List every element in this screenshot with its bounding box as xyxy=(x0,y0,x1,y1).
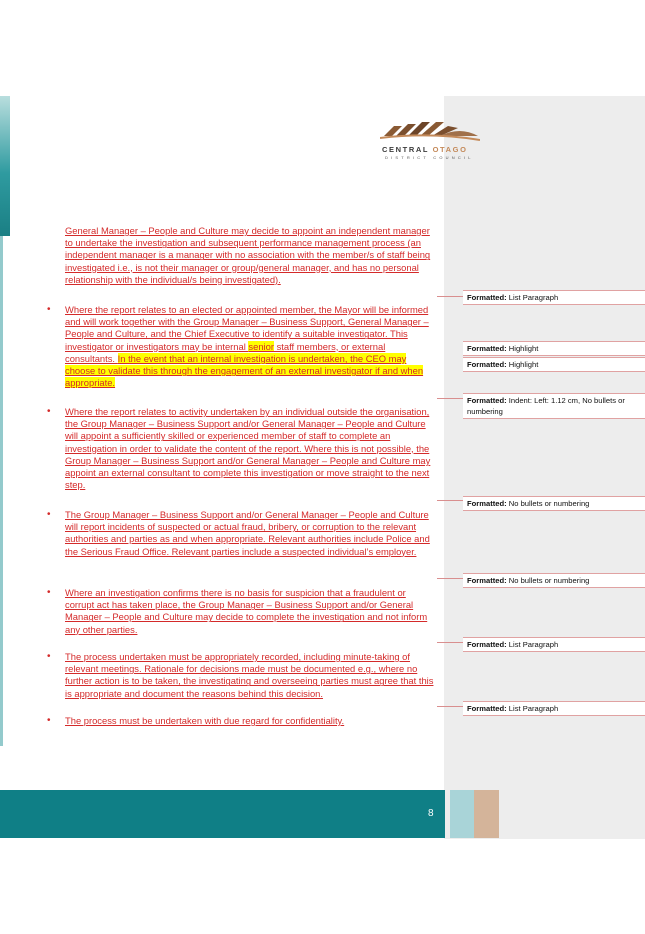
left-decorative-strip xyxy=(0,96,10,236)
footer-accent-blue xyxy=(450,790,474,838)
comment-connector xyxy=(437,578,463,579)
comment-balloon[interactable]: Formatted: List Paragraph xyxy=(463,701,645,716)
bullet-4: • xyxy=(47,509,51,520)
bullet-7: • xyxy=(47,715,51,726)
page-number: 8 xyxy=(428,808,434,819)
logo-wordmark: CENTRAL OTAGO xyxy=(382,145,468,154)
bullet-3: • xyxy=(47,406,51,417)
bullet-6: • xyxy=(47,651,51,662)
bullet-2: • xyxy=(47,304,51,315)
council-logo-icon xyxy=(380,122,480,141)
comment-balloon[interactable]: Formatted: Highlight xyxy=(463,341,645,356)
comment-connector xyxy=(437,296,463,297)
comment-balloon[interactable]: Formatted: No bullets or numbering xyxy=(463,573,645,588)
bullet-5: • xyxy=(47,587,51,598)
comment-connector xyxy=(437,398,463,399)
paragraph-4: The Group Manager – Business Support and… xyxy=(65,509,430,557)
paragraph-3: Where the report relates to activity und… xyxy=(65,406,431,491)
paragraph-2: Where the report relates to an elected o… xyxy=(65,304,429,389)
paragraph-7: The process must be undertaken with due … xyxy=(65,715,345,726)
paragraph-5: Where an investigation confirms there is… xyxy=(65,587,428,635)
logo-subtitle: DISTRICT COUNCIL xyxy=(385,155,474,160)
footer-accent-tan xyxy=(474,790,499,838)
left-margin-line xyxy=(0,236,3,746)
paragraph-1: General Manager – People and Culture may… xyxy=(65,225,431,285)
comment-balloon[interactable]: Formatted: No bullets or numbering xyxy=(463,496,645,511)
paragraph-6: The process undertaken must be appropria… xyxy=(65,651,434,699)
comment-balloon[interactable]: Formatted: List Paragraph xyxy=(463,637,645,652)
comment-balloon[interactable]: Formatted: List Paragraph xyxy=(463,290,645,305)
comment-balloon[interactable]: Formatted: Indent: Left: 1.12 cm, No bul… xyxy=(463,393,645,419)
comment-balloon[interactable]: Formatted: Highlight xyxy=(463,357,645,372)
comment-connector xyxy=(437,500,463,501)
comment-connector xyxy=(437,706,463,707)
markup-pane xyxy=(444,96,645,839)
page-footer xyxy=(0,790,445,838)
comment-connector xyxy=(437,642,463,643)
